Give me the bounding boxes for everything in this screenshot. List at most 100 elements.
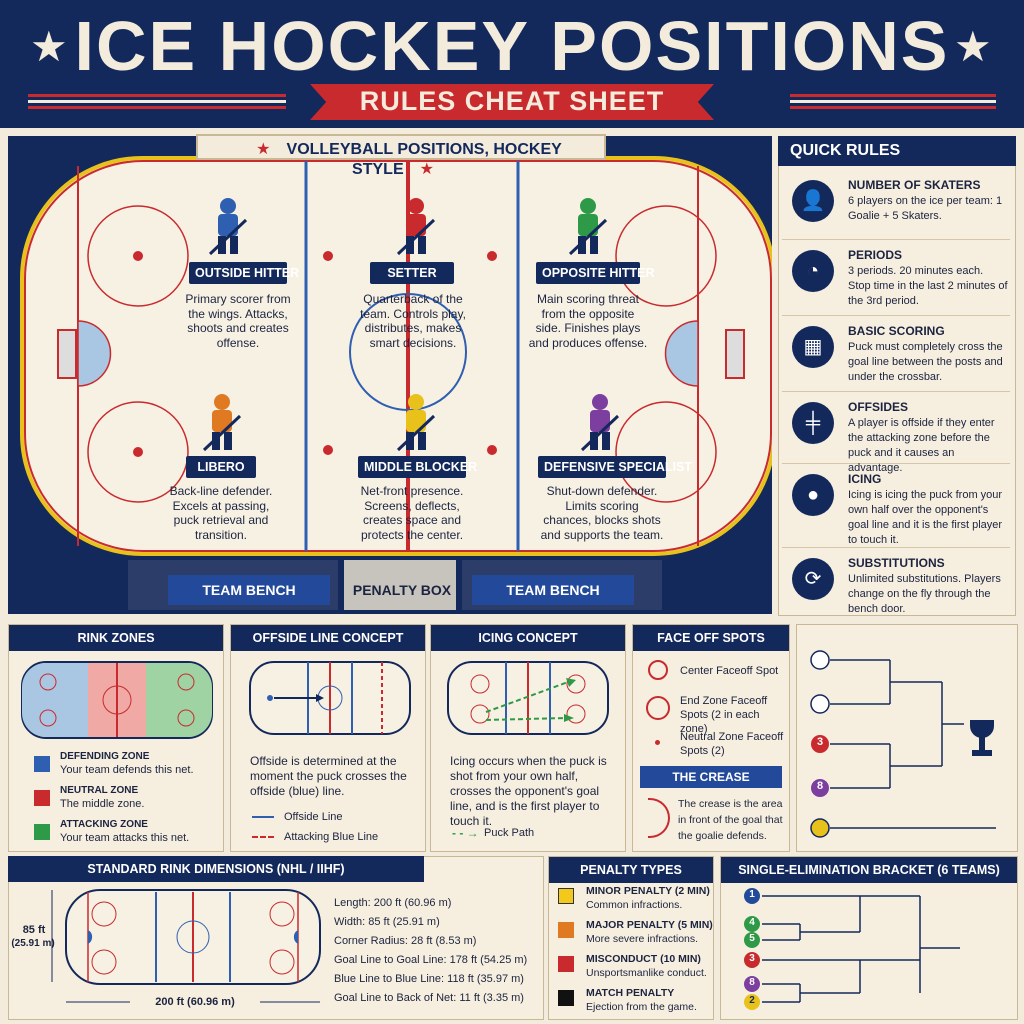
player-icon-setter: [394, 196, 438, 261]
position-desc-defensive-specialist: Shut-down defender. Limits scoring chanc…: [540, 484, 664, 542]
quick-rule-text: 3 periods. 20 minutes each. Stop time in…: [848, 265, 1008, 307]
position-desc-setter: Quarterback of the team. Controls play, …: [360, 292, 466, 350]
attacking-blue-line-swatch: [252, 836, 274, 838]
penalty-name: MISCONDUCT (10 MIN): [586, 953, 701, 965]
dimensions-rink-diagram: [51, 889, 321, 1003]
quick-rule-item: ◔ PERIODS 3 periods. 20 minutes each. St…: [782, 240, 1010, 316]
position-label-setter: SETTER: [370, 262, 454, 284]
quick-rule-title: SUBSTITUTIONS: [848, 556, 945, 570]
bracket-seed-badge: 5: [749, 933, 755, 944]
player-icon-defensive-specialist: [578, 392, 622, 457]
offside-legend: Attacking Blue Line: [284, 831, 379, 843]
star-icon: ★: [30, 23, 68, 70]
clock-icon: ◔: [792, 250, 834, 292]
offside-line-icon: ╪: [792, 402, 834, 444]
quick-rule-item: ╪ OFFSIDES A player is offside if they e…: [782, 392, 1010, 474]
dimension-item: Corner Radius: 28 ft (8.53 m): [334, 935, 477, 947]
quick-rule-item: 👤 NUMBER OF SKATERS 6 players on the ice…: [782, 170, 1010, 240]
faceoff-title: FACE OFF SPOTS: [633, 625, 789, 651]
offside-text: Offside is determined at the moment the …: [250, 754, 407, 798]
end-zone-faceoff-spot-icon: [646, 696, 670, 720]
puck-path-arrow-icon: - - →: [452, 826, 479, 840]
dimension-height-label: 85 ft: [22, 924, 46, 936]
page-title: ICE HOCKEY POSITIONS: [74, 7, 950, 85]
quick-rule-text: 6 players on the ice per team: 1 Goalie …: [848, 195, 1003, 222]
position-desc-opposite-hitter: Main scoring threat from the opposite si…: [528, 292, 648, 350]
player-icon-libero: [200, 392, 244, 457]
icing-text: Icing occurs when the puck is shot from …: [450, 754, 607, 828]
neutral-zone-swatch: [34, 790, 50, 806]
player-icon-middle-blocker: [394, 392, 438, 457]
position-label-defensive-specialist: DEFENSIVE SPECIALIST: [538, 456, 692, 478]
position-label-libero: LIBERO: [186, 456, 256, 478]
position-desc-outside-hitter: Primary scorer from the wings. Attacks, …: [185, 292, 291, 350]
bracket-title: SINGLE-ELIMINATION BRACKET (6 TEAMS): [721, 857, 1017, 883]
bracket-seed-badge: 4: [749, 917, 755, 928]
penalty-name: MINOR PENALTY (2 MIN): [586, 885, 710, 897]
rink-banner: ★VOLLEYBALL POSITIONS, HOCKEY STYLE★: [196, 134, 606, 178]
player-icon: 👤: [792, 180, 834, 222]
dimensions-title: STANDARD RINK DIMENSIONS (NHL / IIHF): [8, 856, 424, 882]
swap-icon: ⟳: [792, 558, 834, 600]
defending-zone-swatch: [34, 756, 50, 772]
icing-diagram: [447, 661, 609, 735]
offside-legend: Offside Line: [284, 811, 343, 823]
offside-title: OFFSIDE LINE CONCEPT: [231, 625, 425, 651]
position-desc-middle-blocker: Net-front presence. Screens, deflects, c…: [360, 484, 464, 542]
penalty-text: More severe infractions.: [586, 933, 699, 945]
rink-banner-label: VOLLEYBALL POSITIONS, HOCKEY STYLE: [286, 141, 562, 178]
position-label-middle-blocker: MIDDLE BLOCKER: [358, 456, 477, 478]
quick-rule-title: BASIC SCORING: [848, 324, 945, 338]
quick-rule-text: Icing is icing the puck from your own ha…: [848, 489, 1003, 546]
puck-icon: ●: [792, 474, 834, 516]
quick-rule-text: Puck must completely cross the goal line…: [848, 341, 1003, 383]
crease-text: The crease is the area in front of the g…: [678, 798, 783, 842]
dimension-item: Width: 85 ft (25.91 m): [334, 916, 440, 928]
faceoff-item: End Zone Faceoff Spots (2 in each zone): [680, 695, 768, 735]
bracket-seed-badge: 8: [816, 780, 824, 792]
quick-rules-title: QUICK RULES: [778, 136, 1016, 166]
icing-legend: Puck Path: [484, 827, 535, 839]
zone-text: The middle zone.: [60, 798, 145, 810]
quick-rule-title: NUMBER OF SKATERS: [848, 178, 981, 192]
quick-rule-item: ▦ BASIC SCORING Puck must completely cro…: [782, 316, 1010, 392]
neutral-faceoff-spot-icon: [655, 740, 660, 745]
offside-diagram: [249, 661, 411, 735]
player-icon-outside-hitter: [206, 196, 250, 264]
position-desc-libero: Back-line defender. Excels at passing, p…: [169, 484, 273, 542]
penalty-name: MAJOR PENALTY (5 MIN): [586, 919, 713, 931]
bracket-diagram: [744, 888, 960, 1010]
icing-title: ICING CONCEPT: [431, 625, 625, 651]
team-bench-left: TEAM BENCH: [168, 575, 330, 605]
zone-name: DEFENDING ZONE: [60, 751, 150, 762]
bracket-top-diagram: [810, 650, 996, 838]
penalty-name: MATCH PENALTY: [586, 987, 675, 999]
rink-zones-diagram: [21, 661, 213, 739]
center-faceoff-spot-icon: [648, 660, 668, 680]
faceoff-item: Neutral Zone Faceoff Spots (2): [680, 731, 784, 757]
dimension-item: Length: 200 ft (60.96 m): [334, 897, 452, 909]
quick-rule-title: OFFSIDES: [848, 400, 909, 414]
crease-title: THE CREASE: [640, 766, 782, 788]
position-label-opposite-hitter: OPPOSITE HITTER: [536, 262, 655, 284]
header-stripes: [28, 94, 286, 112]
penalty-types-panel: PENALTY TYPES: [548, 856, 714, 1020]
bracket-seed-badge: 2: [749, 995, 755, 1006]
penalty-text: Unsportsmanlike conduct.: [586, 967, 707, 979]
subtitle-ribbon: [310, 84, 714, 120]
zone-name: ATTACKING ZONE: [60, 819, 148, 830]
zone-text: Your team defends this net.: [60, 764, 194, 776]
star-icon: ★: [954, 23, 992, 70]
penalty-text: Ejection from the game.: [586, 1001, 697, 1013]
goal-net-icon: ▦: [792, 326, 834, 368]
star-icon: ★: [256, 141, 271, 158]
dimension-item: Blue Line to Blue Line: 118 ft (35.97 m): [334, 973, 524, 985]
zone-text: Your team attacks this net.: [60, 832, 190, 844]
minor-penalty-swatch: [558, 888, 574, 904]
faceoff-item: Center Faceoff Spot: [680, 665, 779, 677]
quick-rule-title: PERIODS: [848, 248, 903, 262]
player-icon-opposite-hitter: [566, 196, 610, 261]
quick-rule-item: ● ICING Icing is icing the puck from you…: [782, 464, 1010, 548]
header-stripes: [790, 94, 996, 112]
penalty-box: PENALTY BOX: [352, 582, 452, 598]
